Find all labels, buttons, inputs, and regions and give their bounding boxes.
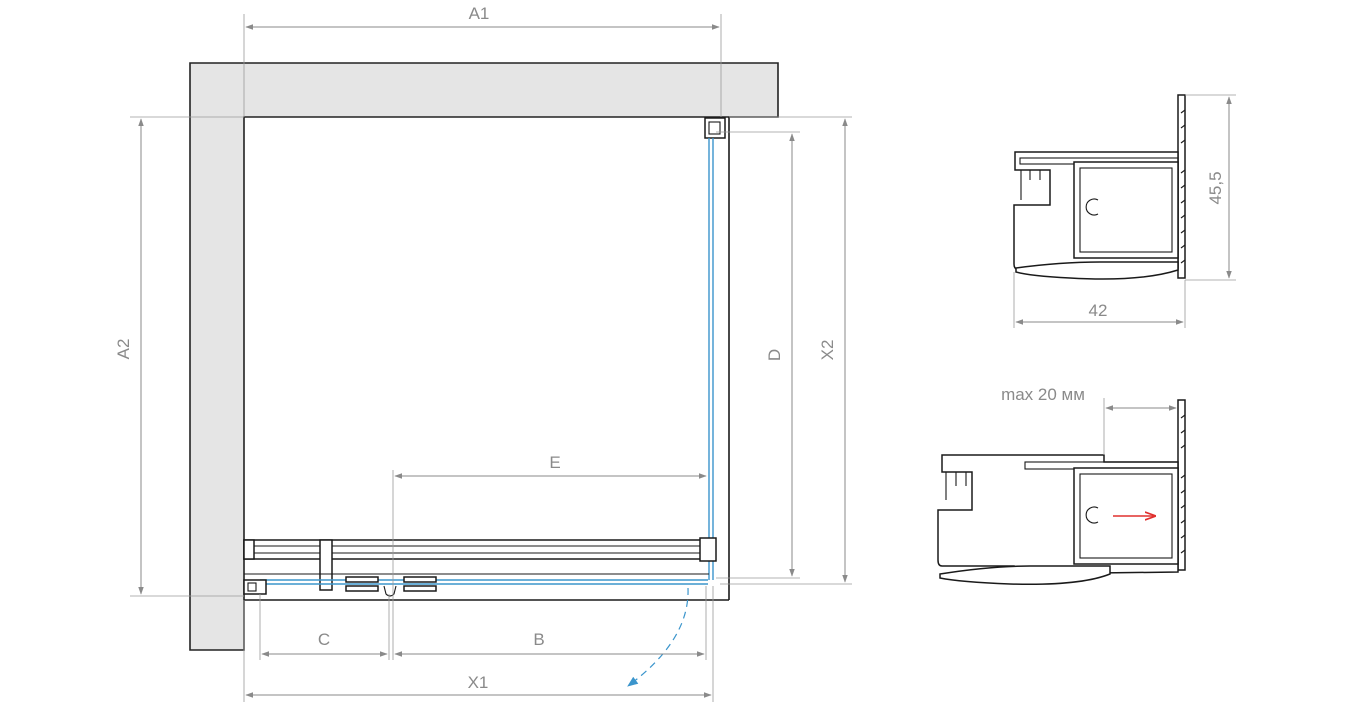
shower-enclosure <box>243 117 730 687</box>
dim-d-label: D <box>765 349 784 361</box>
swing-arrow <box>627 587 689 687</box>
sliding-rail <box>243 539 715 560</box>
dim-x1-label: X1 <box>468 673 489 692</box>
handle-left-top <box>345 576 379 583</box>
dim-b-label: B <box>533 630 544 649</box>
walls <box>189 62 779 651</box>
dim-profile-height-label: 45,5 <box>1206 171 1225 204</box>
dim-e-label: E <box>549 453 560 472</box>
wall-l-shape <box>189 62 779 651</box>
rail-end-connector <box>699 537 717 562</box>
wall-profile-bottom-left <box>243 579 267 595</box>
profile-section-top: 45,5 42 <box>1013 94 1236 328</box>
dim-a1-label: A1 <box>469 4 490 23</box>
dim-c-label: C <box>318 630 330 649</box>
dim-profile-width-label: 42 <box>1089 301 1108 320</box>
door-handle <box>383 585 397 597</box>
handle-right-top <box>403 576 437 583</box>
wall-profile-top-right <box>704 117 726 139</box>
profile-section-bottom: max 20 мм <box>937 385 1186 586</box>
dimensions-main: A1 A2 X1 C B E D X2 <box>114 4 852 702</box>
dim-x2-label: X2 <box>818 340 837 361</box>
door-roller <box>319 539 333 591</box>
dim-a2-label: A2 <box>114 339 133 360</box>
dim-adjust-label: max 20 мм <box>1001 385 1085 404</box>
